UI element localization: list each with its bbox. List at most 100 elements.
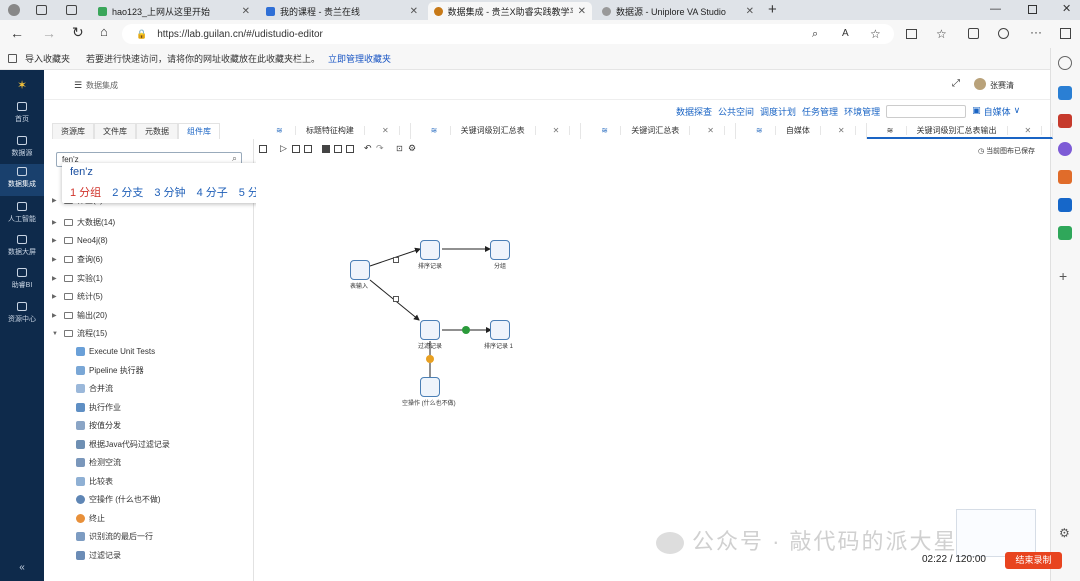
user-name[interactable]: 张赛清	[990, 81, 1014, 90]
collections-icon[interactable]	[968, 28, 979, 39]
close-icon[interactable]: ✕	[697, 126, 725, 135]
menu-task-management[interactable]: 任务管理	[802, 107, 839, 117]
close-icon[interactable]: ✕	[371, 126, 400, 135]
tab-actions-icon[interactable]	[66, 5, 77, 15]
close-icon[interactable]: ✕	[577, 5, 586, 17]
zoom-icon[interactable]: ⌕	[812, 28, 819, 40]
settings-icon[interactable]: ⚙	[1059, 526, 1070, 540]
back-icon[interactable]: ←	[10, 25, 24, 41]
search-icon[interactable]	[1058, 56, 1072, 70]
tree-item[interactable]: Pipeline 执行器	[76, 365, 144, 376]
end-recording-button[interactable]: 结束录制	[1005, 552, 1062, 569]
tree-folder[interactable]: ▶统计(5)	[52, 291, 103, 302]
undo-icon[interactable]: ↶	[364, 143, 372, 153]
tree-item[interactable]: 空操作 (什么也不做)	[76, 494, 161, 505]
chart-icon[interactable]	[334, 145, 342, 153]
menu-public-space[interactable]: 公共空间	[718, 107, 755, 117]
tree-folder[interactable]: ▶Neo4j(8)	[52, 236, 108, 245]
new-tab-icon[interactable]: +	[768, 1, 777, 18]
stop-icon[interactable]	[292, 145, 300, 153]
tab-component-library[interactable]: 组件库	[178, 123, 220, 139]
collapse-nav-icon[interactable]: «	[19, 562, 25, 573]
image-icon[interactable]	[346, 145, 354, 153]
sidebar-toggle-icon[interactable]	[1060, 28, 1071, 39]
toolbox-icon[interactable]	[1058, 114, 1072, 128]
tree-folder[interactable]: ▶查询(6)	[52, 254, 103, 265]
person-icon[interactable]	[1058, 142, 1072, 156]
node-group-by[interactable]	[490, 240, 510, 260]
drop-icon[interactable]	[1058, 226, 1072, 240]
tab-file-library[interactable]: 文件库	[94, 123, 136, 139]
manage-favorites-link[interactable]: 立即管理收藏夹	[328, 54, 392, 64]
lock-icon[interactable]: ⊡	[396, 144, 403, 153]
close-window-icon[interactable]: ✕	[1062, 3, 1072, 15]
tree-folder[interactable]: ▶实验(1)	[52, 273, 103, 284]
workflow-canvas[interactable]: 表输入 排序记录 分组 过滤记录 排序记录 1 空操作 (什么也不做)	[256, 158, 1046, 578]
close-icon[interactable]: ✕	[241, 5, 250, 17]
read-aloud-icon[interactable]: A	[842, 28, 849, 39]
ime-candidate[interactable]: 3 分钟	[154, 187, 186, 199]
workspaces-icon[interactable]	[36, 5, 47, 15]
tab-data-integration[interactable]: 数据集成 - 贵兰X助睿实践教学平 ✕	[428, 2, 592, 20]
node-filter-rows[interactable]	[420, 320, 440, 340]
forward-icon[interactable]: →	[42, 25, 56, 41]
editor-tab-active[interactable]: ≋ 关键词级别汇总表输出✕	[866, 123, 1054, 139]
refresh-icon[interactable]: ↻	[72, 24, 84, 40]
nav-bi[interactable]: 助睿BI	[0, 268, 44, 290]
nav-ai[interactable]: 人工智能	[0, 202, 44, 224]
grid-icon[interactable]	[322, 145, 330, 153]
nav-data-source[interactable]: 数据源	[0, 136, 44, 158]
node-sort-rows-1[interactable]	[490, 320, 510, 340]
tab-my-courses[interactable]: 我的课程 - 贵兰在线 ✕	[260, 2, 424, 20]
ime-candidate[interactable]: 2 分支	[112, 187, 144, 199]
minimap[interactable]	[956, 509, 1036, 557]
tree-folder-expanded[interactable]: ▼流程(15)	[52, 328, 107, 339]
tree-folder[interactable]: ▶大数据(14)	[52, 217, 115, 228]
tab-hao123[interactable]: hao123_上网从这里开始 ✕	[92, 2, 256, 20]
node-dummy[interactable]	[420, 377, 440, 397]
redo-icon[interactable]: ↷	[376, 143, 384, 153]
avatar[interactable]	[974, 78, 986, 90]
nav-big-screen[interactable]: 数据大屏	[0, 235, 44, 257]
tree-item[interactable]: 比较表	[76, 476, 113, 487]
menu-data-explore[interactable]: 数据探查	[676, 107, 713, 117]
tab-metadata[interactable]: 元数据	[136, 123, 178, 139]
profile-icon[interactable]	[8, 4, 20, 16]
menu-environment[interactable]: 环境管理	[844, 107, 881, 117]
restore-icon[interactable]	[1028, 5, 1037, 14]
tab-data-source[interactable]: 数据源 - Uniplore VA Studio ✕	[596, 2, 760, 20]
editor-tab[interactable]: ≋ 关键词汇总表✕	[581, 123, 736, 139]
tree-folder[interactable]: ▶输出(20)	[52, 310, 107, 321]
editor-tab[interactable]: ≋ 自媒体✕	[736, 123, 867, 139]
tree-item[interactable]: 合并流	[76, 383, 113, 394]
close-icon[interactable]: ✕	[745, 5, 754, 17]
ime-candidate[interactable]: 1 分组	[70, 187, 102, 199]
search-icon[interactable]: ⌕	[232, 153, 238, 163]
nav-data-integration[interactable]: 数据集成	[0, 164, 44, 196]
tree-item[interactable]: 终止	[76, 513, 105, 524]
menu-schedule[interactable]: 调度计划	[760, 107, 797, 117]
run-icon[interactable]: ▷	[280, 143, 287, 153]
favorites-icon[interactable]: ☆	[936, 27, 947, 41]
nav-home[interactable]: 首页	[0, 102, 44, 124]
home-icon[interactable]: ⌂	[100, 24, 108, 39]
editor-tab[interactable]: ≋ 关键词级别汇总表✕	[411, 123, 582, 139]
close-icon[interactable]: ✕	[542, 126, 571, 135]
close-icon[interactable]: ✕	[409, 5, 418, 17]
tree-item[interactable]: 识别流的最后一行	[76, 531, 153, 542]
fullscreen-icon[interactable]: ⤢	[952, 78, 960, 89]
outlook-icon[interactable]	[1058, 198, 1072, 212]
editor-tab[interactable]: ≋ 标题特征构建✕	[256, 123, 411, 139]
node-sort-rows[interactable]	[420, 240, 440, 260]
import-favorites[interactable]: 导入收藏夹	[25, 54, 71, 64]
office-icon[interactable]	[1058, 170, 1072, 184]
close-icon[interactable]: ✕	[1014, 126, 1043, 135]
extensions-icon[interactable]	[998, 28, 1009, 39]
minimize-icon[interactable]: —	[990, 3, 1001, 15]
environment-select[interactable]	[886, 105, 967, 118]
add-icon[interactable]: +	[1059, 268, 1068, 284]
tree-item[interactable]: 过滤记录	[76, 550, 121, 561]
nav-resource-center[interactable]: 资源中心	[0, 302, 44, 324]
save-icon[interactable]	[259, 145, 267, 153]
preview-icon[interactable]	[304, 145, 312, 153]
